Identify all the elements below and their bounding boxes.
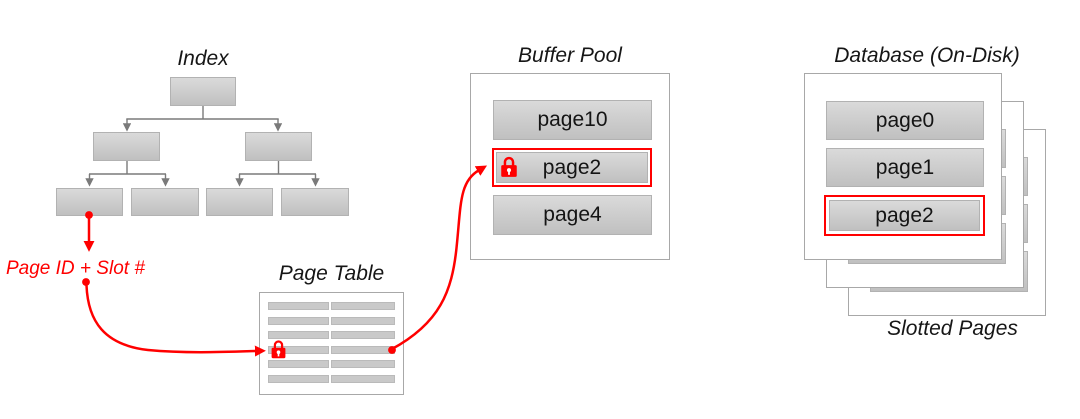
page-table-row (268, 360, 395, 369)
buffer-page-label: page4 (543, 203, 602, 226)
page-table-title: Page Table (278, 262, 385, 285)
slotted-pages-caption: Slotted Pages (887, 317, 1018, 340)
page-table-cell (331, 360, 395, 369)
index-leaf-2 (131, 188, 199, 216)
page-table-cell (331, 345, 395, 354)
index-leaf-1 (56, 188, 123, 216)
page-table-cell (268, 302, 329, 310)
page-table-cell (268, 360, 329, 369)
buffer-page: page10 (493, 100, 652, 140)
index-leaf-3 (206, 188, 273, 216)
page-id-slot-label: Page ID + Slot # (6, 258, 145, 279)
buffer-page-label: page2 (542, 155, 602, 179)
disk-page-label: page2 (875, 203, 934, 227)
page-table-cell (268, 331, 329, 340)
index-node-root (170, 77, 236, 106)
page-table-cell (331, 316, 395, 325)
page-table-cell (268, 316, 329, 325)
index-leaf-4 (281, 188, 349, 216)
lock-icon (500, 155, 518, 178)
disk-page-slot: page1 (826, 148, 984, 187)
buffer-page (496, 152, 648, 183)
pageid-to-pagetable-arrow (85, 285, 266, 357)
page-table-cell (331, 331, 395, 340)
index-node-inner-right (245, 132, 312, 161)
index-node-inner-left (93, 132, 160, 161)
page-table-cell (268, 374, 329, 383)
index-title: Index (177, 47, 229, 70)
buffer-pool-title: Buffer Pool (518, 44, 622, 67)
page-table-box (259, 292, 404, 395)
page-table-cell (268, 345, 329, 354)
disk-page-highlighted-frame: page2 (824, 195, 985, 236)
disk-page-slot (829, 200, 980, 231)
buffer-page: page4 (493, 195, 652, 235)
red-dot (82, 278, 90, 286)
page-table-cell (331, 302, 395, 310)
disk-page-slot: page0 (826, 101, 984, 140)
page-table-row (268, 374, 395, 383)
database-title: Database (On-Disk) (834, 44, 1020, 67)
buffer-page-locked-frame: page2 (492, 148, 652, 187)
disk-page-label: page0 (875, 108, 935, 132)
page-table-row (268, 331, 395, 340)
disk-page-front: page0 page1 page2 (804, 73, 1002, 260)
buffer-page-label: page10 (537, 108, 608, 131)
page-table-row (268, 316, 395, 325)
page-table-row-locked (268, 345, 395, 354)
page-table-cell (331, 374, 395, 383)
disk-page-label: page1 (875, 155, 935, 179)
page-table-row (268, 302, 395, 310)
pagetable-to-bufferpool-arrow (391, 165, 488, 351)
lock-icon (270, 339, 287, 359)
